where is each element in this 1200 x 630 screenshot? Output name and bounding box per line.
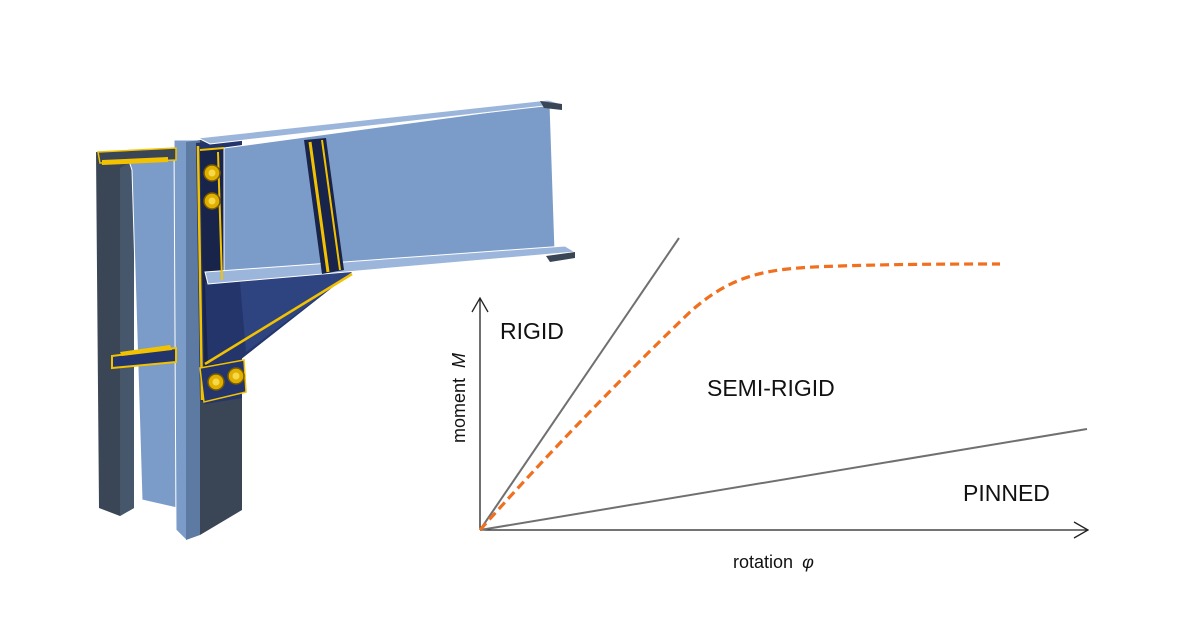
pinned-boundary-line [479,428,1088,531]
y-axis-symbol: M [449,353,469,368]
rigid-boundary-line [479,237,680,531]
x-axis-title: rotation φ [733,552,814,572]
x-axis-symbol: φ [802,552,814,572]
region-label-pinned: PINNED [963,480,1050,506]
x-axis-arrow-icon [1073,521,1090,539]
y-axis-arrow-icon [471,296,489,313]
region-label-semi-rigid: SEMI-RIGID [707,375,835,401]
bolt-group-bottom [207,367,245,391]
region-label-rigid: RIGID [500,318,564,344]
semi-rigid-curve [478,262,1001,532]
y-axis-label: moment [449,378,469,443]
x-axis-label: rotation [733,552,793,572]
bolt-group-top [203,164,221,210]
moment-rotation-diagram: RIGID SEMI-RIGID PINNED moment M rotatio… [449,237,1090,572]
y-axis-title: moment M [449,353,469,443]
steel-connection-illustration [96,99,577,541]
